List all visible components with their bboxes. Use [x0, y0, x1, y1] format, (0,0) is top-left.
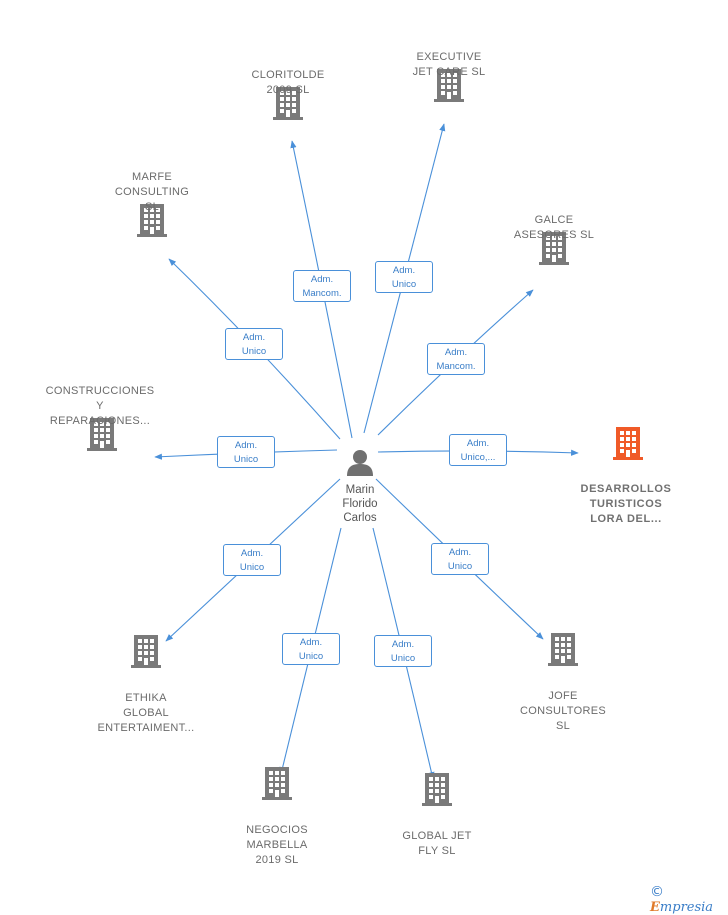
role-line: Mancom. [436, 361, 476, 372]
company-name-line: GLOBAL [123, 707, 169, 719]
role-badge-cloritolde[interactable]: Adm. Mancom. [293, 270, 351, 302]
person-icon [347, 450, 373, 476]
company-label-cloritolde[interactable]: CLORITOLDE 2009 SL [213, 68, 363, 98]
center-name-line: Carlos [343, 512, 377, 524]
role-line: Adm. [310, 274, 334, 285]
company-name-line: CONSULTORES [519, 705, 607, 717]
role-line: Adm. [444, 347, 468, 358]
company-name-line: MARBELLA [246, 839, 308, 851]
center-name-line: Marin [345, 484, 375, 496]
role-line: Unico [298, 651, 324, 662]
role-line: Unico [391, 279, 417, 290]
role-badge-construcciones[interactable]: Adm. Unico [217, 436, 275, 468]
company-name-line: JET CARE SL [412, 66, 486, 78]
company-label-marfe[interactable]: MARFE CONSULTING SL [77, 170, 227, 215]
company-name-line: SL [555, 720, 571, 732]
company-name-line: SL [144, 201, 160, 213]
role-badge-jofe[interactable]: Adm. Unico [431, 543, 489, 575]
company-name-line: GALCE [534, 214, 574, 226]
role-badge-ethika[interactable]: Adm. Unico [223, 544, 281, 576]
company-label-globaljet[interactable]: GLOBAL JET FLY SL [362, 829, 512, 859]
role-line: Adm. [392, 265, 416, 276]
company-name-line: CONSTRUCCIONES [45, 385, 155, 397]
brand-name: mpresia [659, 900, 714, 915]
company-name-line: 2019 SL [255, 854, 299, 866]
company-name-line: CONSULTING [114, 186, 190, 198]
company-name-line: ENTERTAIMENT... [97, 722, 195, 734]
company-label-jofe[interactable]: JOFE CONSULTORES SL [488, 689, 638, 734]
company-name-line: LORA DEL... [590, 513, 662, 525]
role-badge-galce[interactable]: Adm. Mancom. [427, 343, 485, 375]
role-line: Mancom. [302, 288, 342, 299]
company-label-galce[interactable]: GALCE ASESORES SL [479, 213, 629, 243]
role-badge-executive[interactable]: Adm. Unico [375, 261, 433, 293]
role-line: Unico [241, 346, 267, 357]
company-label-negocios[interactable]: NEGOCIOS MARBELLA 2019 SL [202, 823, 352, 868]
building-icon[interactable] [131, 635, 161, 668]
role-badge-marfe[interactable]: Adm. Unico [225, 328, 283, 360]
center-person-name[interactable]: Marin Florido Carlos [315, 483, 405, 525]
company-name-line: ETHIKA [125, 692, 167, 704]
building-icon[interactable] [422, 773, 452, 806]
role-line: Unico [239, 562, 265, 573]
company-name-line: 2009 SL [266, 84, 310, 96]
role-badge-desarrollos[interactable]: Adm. Unico,... [449, 434, 507, 466]
company-name-line: EXECUTIVE [416, 51, 482, 63]
brand-initial: E [650, 900, 660, 915]
role-line: Unico [233, 454, 259, 465]
role-badge-negocios[interactable]: Adm. Unico [282, 633, 340, 665]
role-line: Unico [390, 653, 416, 664]
center-person[interactable] [347, 450, 373, 476]
building-icon[interactable] [548, 633, 578, 666]
brand-logo: © Empresia [650, 884, 728, 915]
company-label-desarrollos[interactable]: DESARROLLOS TURISTICOS LORA DEL... [551, 482, 701, 527]
company-name-line: FLY SL [418, 845, 456, 857]
company-name-line: NEGOCIOS [246, 824, 308, 836]
company-name-line: GLOBAL JET [402, 830, 472, 842]
role-line: Adm. [391, 639, 415, 650]
company-name-line: CLORITOLDE [251, 69, 325, 81]
center-name-line: Florido [342, 498, 378, 510]
company-name-line: TURISTICOS [589, 498, 663, 510]
company-label-executive[interactable]: EXECUTIVE JET CARE SL [374, 50, 524, 80]
company-name-line: JOFE [548, 690, 578, 702]
company-label-construcciones[interactable]: CONSTRUCCIONES Y REPARACIONES... [25, 384, 175, 429]
role-line: Unico,... [460, 452, 496, 463]
role-line: Unico [447, 561, 473, 572]
copyright-icon: © [650, 884, 664, 900]
company-name-line: DESARROLLOS [580, 483, 672, 495]
role-badge-globaljet[interactable]: Adm. Unico [374, 635, 432, 667]
company-name-line: Y [96, 400, 104, 412]
building-icon[interactable] [262, 767, 292, 800]
building-icon[interactable] [613, 427, 643, 460]
company-name-line: REPARACIONES... [49, 415, 151, 427]
role-line: Adm. [234, 440, 258, 451]
role-line: Adm. [299, 637, 323, 648]
role-line: Adm. [448, 547, 472, 558]
role-line: Adm. [466, 438, 490, 449]
company-name-line: ASESORES SL [513, 229, 595, 241]
company-label-ethika[interactable]: ETHIKA GLOBAL ENTERTAIMENT... [71, 691, 221, 736]
role-line: Adm. [240, 548, 264, 559]
role-line: Adm. [242, 332, 266, 343]
company-name-line: MARFE [132, 171, 172, 183]
